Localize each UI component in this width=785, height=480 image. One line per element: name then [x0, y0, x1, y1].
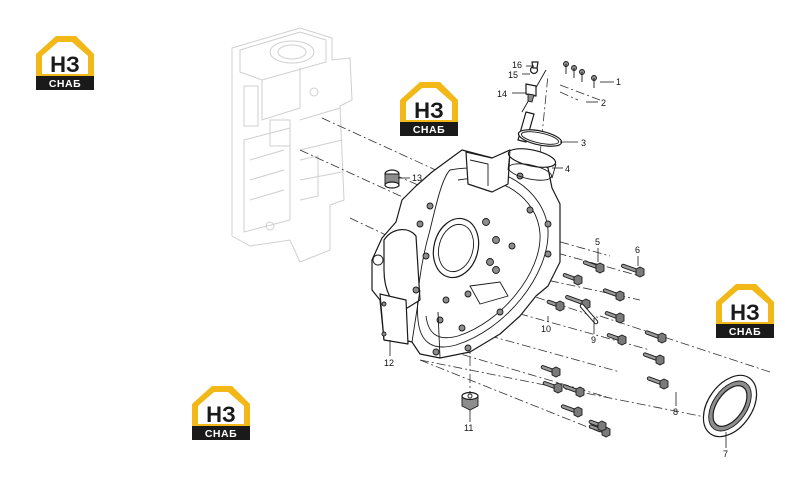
logo-brand-text: СНАБ	[413, 124, 445, 136]
bolt	[646, 376, 669, 390]
bolt	[542, 381, 563, 394]
logo-brand-text: СНАБ	[49, 78, 81, 90]
bolts	[540, 260, 669, 438]
bolt	[540, 365, 561, 378]
flywheel-housing	[371, 149, 561, 359]
callout-4: 4	[565, 164, 570, 174]
logo-mark-text: НЗ	[50, 52, 80, 77]
callout-12: 12	[384, 358, 394, 368]
bolt	[620, 263, 645, 278]
rear-seal-7	[702, 374, 758, 438]
engine-block-ghost	[231, 27, 353, 263]
nut-11	[461, 391, 479, 411]
callout-6: 6	[635, 245, 640, 255]
bolt	[546, 299, 565, 312]
callout-10: 10	[541, 324, 551, 334]
o-ring-4	[507, 148, 557, 181]
logo-mark-text: НЗ	[414, 98, 444, 123]
bolt	[606, 333, 627, 346]
speed-sensor	[525, 61, 539, 103]
callout-15: 15	[508, 70, 518, 80]
bolt	[560, 404, 583, 418]
callout-11: 11	[464, 423, 473, 433]
callout-2: 2	[601, 98, 606, 108]
bolt	[642, 352, 665, 366]
bolt	[565, 295, 591, 310]
o-ring-3	[517, 129, 563, 147]
callout-16: 16	[512, 60, 522, 70]
callout-labels: 1 2 3 4 5 6 7 8 9 10 11 12 13 14 15 16	[384, 60, 728, 459]
bolt	[562, 273, 583, 286]
callout-14: 14	[497, 89, 507, 99]
housing-bolt-holes	[412, 172, 552, 356]
bolt	[588, 419, 607, 432]
callout-1: 1	[616, 77, 621, 87]
logo-brand-text: СНАБ	[729, 326, 761, 338]
bolt	[604, 311, 625, 324]
logo-brand-text: СНАБ	[205, 428, 237, 440]
small-screws	[559, 61, 597, 101]
bolt	[562, 384, 585, 398]
callout-3: 3	[581, 138, 586, 148]
logo-mark-text: НЗ	[206, 402, 236, 427]
callout-7: 7	[723, 449, 728, 459]
callout-9: 9	[591, 335, 596, 345]
logo-mark-text: НЗ	[730, 300, 760, 325]
callout-8: 8	[673, 407, 678, 417]
callout-5: 5	[595, 237, 600, 247]
leader-lines	[389, 65, 727, 448]
bolt	[644, 330, 667, 344]
bolt	[602, 288, 625, 302]
bolt	[582, 260, 605, 274]
callout-13: 13	[412, 173, 422, 183]
plug-13	[384, 169, 400, 189]
